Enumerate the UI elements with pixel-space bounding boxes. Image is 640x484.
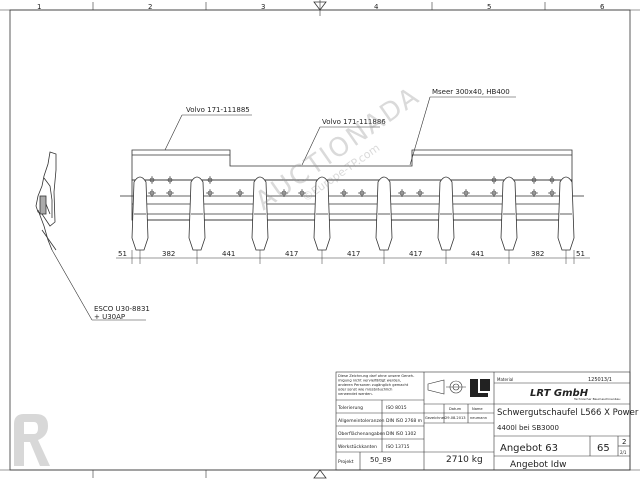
note-line-3: anderen Personen zugänglich gemacht	[338, 383, 409, 387]
tooth-5	[375, 176, 393, 251]
bucket-teeth	[131, 176, 575, 251]
frame-number-6: 6	[600, 3, 605, 11]
part-callouts	[164, 96, 516, 166]
date-row-label: Gezeichnet	[425, 416, 446, 420]
center-mark-bottom	[313, 469, 327, 479]
angebot-number: Angebot 63	[500, 443, 558, 454]
spec-label-1: Tolerierung	[337, 405, 363, 411]
dimension-2: 382	[162, 250, 175, 258]
weight-value: 2710 kg	[446, 455, 483, 465]
tooth-1	[131, 176, 149, 251]
auction-logo-icon	[14, 414, 50, 466]
spec-label-2: Allgemeintoleranzen	[338, 418, 385, 424]
tooth-3	[251, 176, 269, 251]
spec-value-2: DIN ISO 2768 m	[386, 418, 422, 424]
tooth-2	[188, 176, 206, 251]
date-header-datum: Datum	[449, 407, 462, 411]
tooth-6	[437, 176, 455, 251]
footer-angebot: Angebot Idw	[510, 460, 566, 470]
date-row-name: neumann	[470, 416, 487, 420]
tooth-7	[500, 176, 518, 251]
frame-number-3: 3	[261, 3, 265, 11]
revision-bottom: 2/1	[620, 450, 627, 455]
spec-value-4: ISO 13715	[386, 444, 410, 450]
drawing-subtitle: 4400l bei SB3000	[497, 424, 559, 432]
drawing-title: Schwergutschaufel L566 X Power	[497, 408, 639, 418]
dimension-7: 441	[471, 250, 484, 258]
drawing-number: 125013/1	[588, 377, 612, 383]
date-row-date: 29.08.2013	[445, 416, 466, 420]
sheet-number: 65	[597, 443, 610, 454]
spec-value-1: ISO 8015	[386, 405, 407, 411]
esco-callout: ESCO U30-8831 + U30AP	[51, 249, 150, 321]
company-subtitle: Technischer Baumaschinenbau	[573, 397, 620, 401]
company-name: LRT GmbH	[530, 388, 589, 399]
bucket-side-view	[35, 151, 57, 251]
callout-messer: Mseer 300x40, HB400	[432, 88, 510, 96]
dimension-8: 382	[531, 250, 544, 258]
frame-number-1: 1	[37, 3, 41, 11]
spec-label-4: Werkstückkanten	[338, 444, 377, 450]
note-line-5: verwendet werden.	[338, 392, 373, 396]
bucket-front-view	[120, 149, 584, 221]
dimension-9: 51	[576, 250, 585, 258]
material-label: Material	[497, 377, 513, 382]
frame-number-2: 2	[148, 3, 152, 11]
frame-number-4: 4	[374, 3, 379, 11]
dimension-3: 441	[222, 250, 235, 258]
projekt-value: 50_89	[370, 456, 391, 464]
spec-label-3: Oberflächenangaben	[338, 431, 385, 437]
revision-top: 2	[622, 438, 626, 446]
spec-value-3: DIN ISO 1302	[386, 431, 416, 437]
frame-top-ruler: 1 2 3 4 5 6	[37, 0, 605, 16]
projekt-label: Projekt	[338, 459, 354, 465]
callout-volvo-885: Volvo 171-111885	[186, 106, 250, 114]
esco-label-line2: + U30AP	[94, 313, 125, 321]
tooth-4	[313, 176, 331, 251]
dimension-6: 417	[409, 250, 422, 258]
note-line-1: Diese Zeichnung darf ohne unsere Geneh-	[338, 374, 415, 378]
esco-label-line1: ESCO U30-8831	[94, 305, 150, 313]
title-block	[335, 371, 631, 471]
dimension-chain	[116, 250, 590, 264]
lrt-logo-icon	[470, 379, 490, 397]
frame-number-5: 5	[487, 3, 491, 11]
bolt-holes	[148, 176, 556, 197]
note-line-4: oder sonst wie missbräuchlich	[338, 388, 392, 392]
frame-bottom-ruler	[92, 469, 327, 479]
tooth-8	[557, 176, 575, 251]
dimension-5: 417	[347, 250, 360, 258]
dimension-4: 417	[285, 250, 298, 258]
callout-volvo-886: Volvo 171-111886	[322, 118, 386, 126]
dimension-1: 51	[118, 250, 127, 258]
date-header-name: Name	[472, 407, 483, 411]
note-line-2: migung nicht vervielfältigt werden,	[338, 379, 401, 383]
